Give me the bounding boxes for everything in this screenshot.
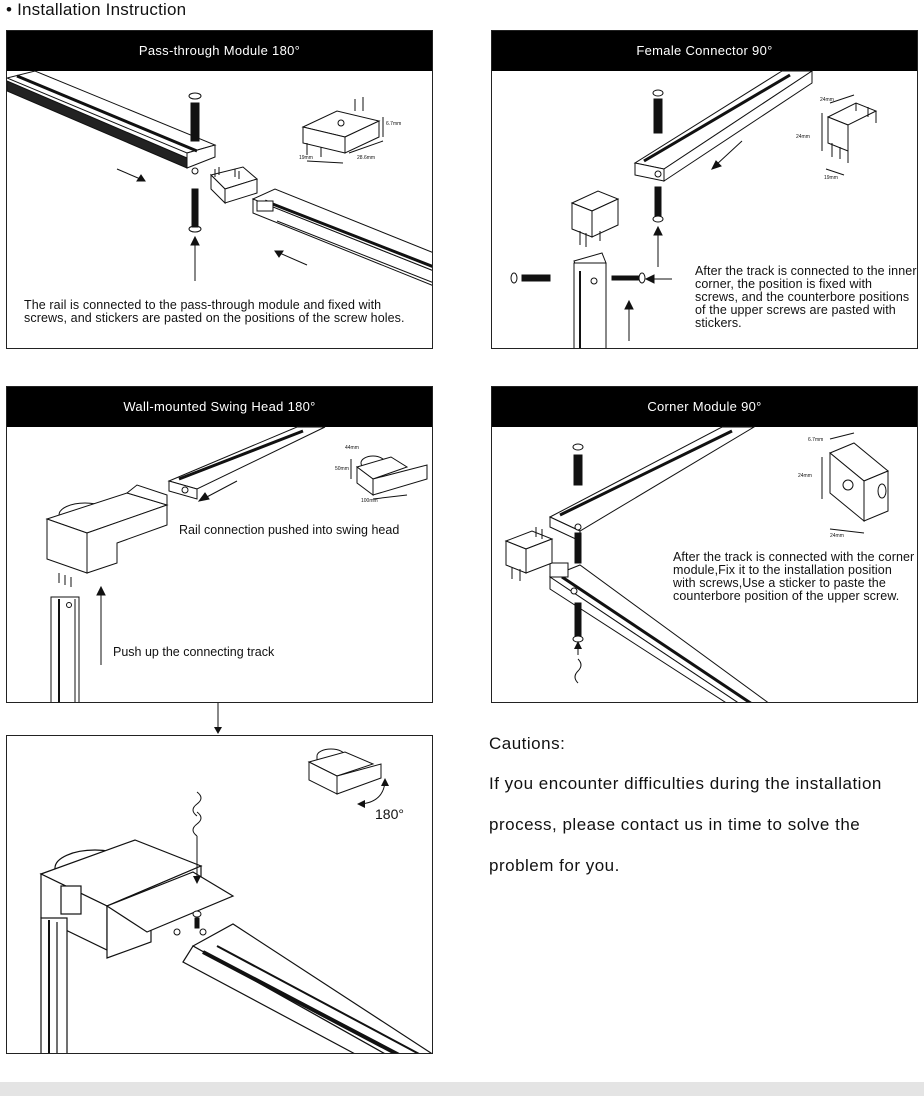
corner-module-caption: After the track is connected with the co… [673,550,915,603]
dimension-label: 24mm [798,473,812,479]
dimension-label: 100mm [361,498,378,504]
swing-head-callout-bottom: Push up the connecting track [113,645,275,659]
swing-head-illustration: 44mm 50mm 100mm [45,426,428,702]
cautions-line-2: process, please contact us in time to so… [489,815,861,834]
panel-title: Wall-mounted Swing Head 180° [7,387,432,427]
panel-wall-mounted-swing-head: Wall-mounted Swing Head 180° [6,386,433,703]
dimension-label: 6.7mm [808,437,823,443]
page-heading: • Installation Instruction [6,0,187,19]
dimension-label: 28.6mm [357,155,375,161]
corner-module-illustration: 6.7mm 24mm 24mm [504,426,889,702]
dimension-label: 24mm [796,134,810,140]
female-connector-illustration: 24mm 24mm 19mm [510,70,878,348]
panel-title: Pass-through Module 180° [7,31,432,71]
pass-through-illustration: 6.7mm 19mm 28.6mm [7,70,432,286]
cautions-title: Cautions: [489,734,566,753]
dimension-label: 6.7mm [386,121,401,127]
female-connector-caption: After the track is connected to the inne… [695,264,917,330]
panel-title: Female Connector 90° [492,31,917,71]
swing-head-detail-illustration [39,748,432,1053]
panel-pass-through-module: Pass-through Module 180° [6,30,433,349]
dimension-label: 50mm [335,466,349,472]
swing-head-callout-top: Rail connection pushed into swing head [179,523,400,537]
arrow-down-icon [214,703,222,734]
dimension-label: 24mm [830,533,844,539]
dimension-label: 44mm [345,445,359,451]
pass-through-caption: The rail is connected to the pass-throug… [24,298,405,325]
panel-female-connector: Female Connector 90° [491,30,918,349]
dimension-label: 24mm [820,97,834,103]
dimension-label: 19mm [824,175,838,181]
dimension-label: 19mm [299,155,313,161]
panel-swing-head-detail: 180° [6,735,433,1054]
footer-bar [0,1082,924,1096]
panel-title: Corner Module 90° [492,387,917,427]
cautions-line-3: problem for you. [489,856,620,875]
panel-corner-module: Corner Module 90° [491,386,918,703]
cautions-line-1: If you encounter difficulties during the… [489,774,882,793]
rotation-angle-label: 180° [375,806,404,822]
